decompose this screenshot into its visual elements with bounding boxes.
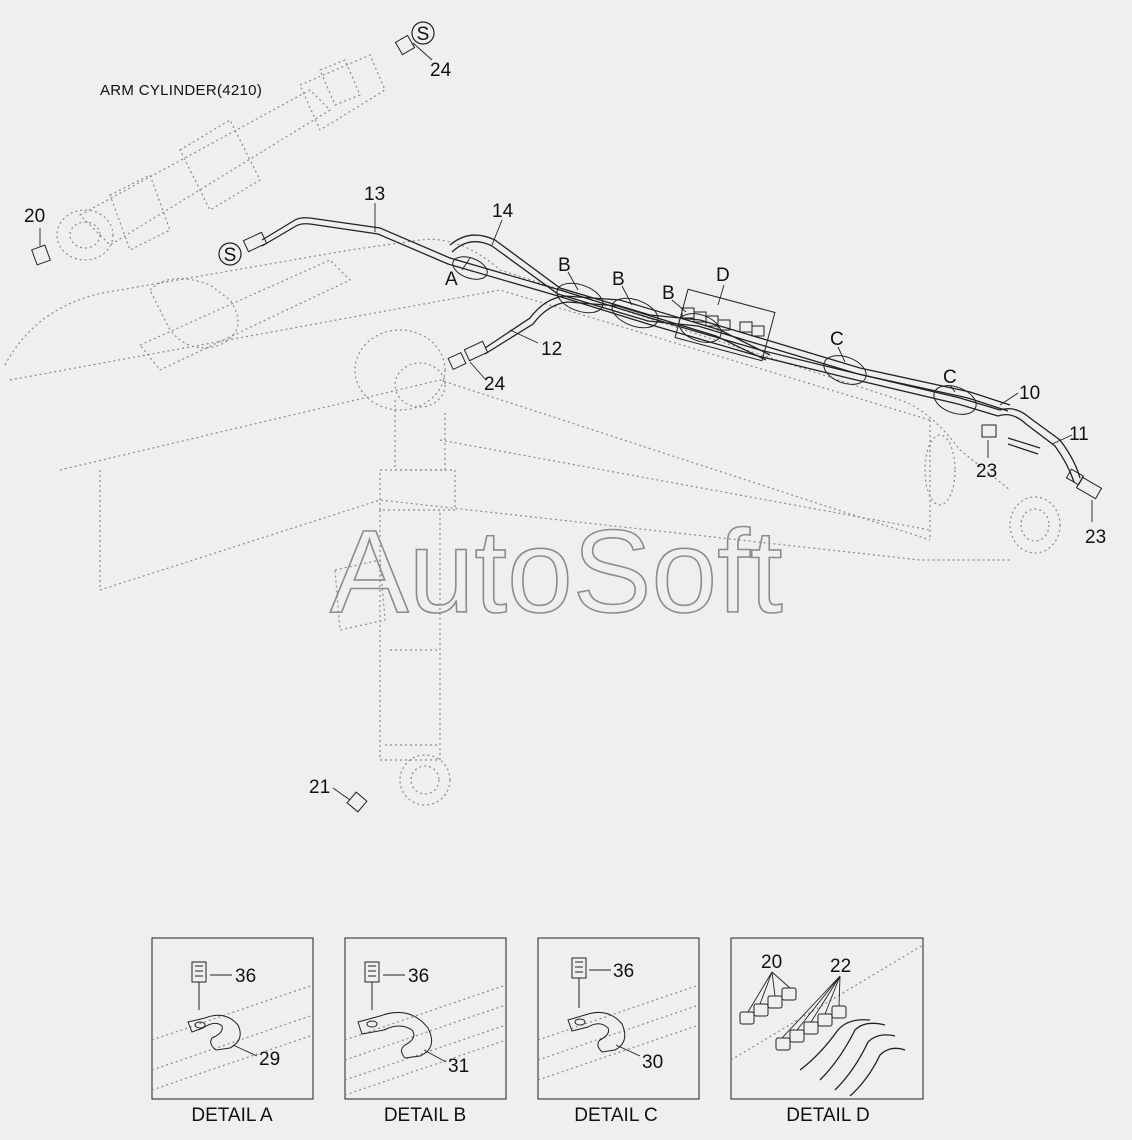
part-label-b1: B	[558, 255, 571, 276]
clamp-icon	[567, 1012, 626, 1053]
svg-text:30: 30	[642, 1052, 663, 1073]
svg-text:29: 29	[259, 1049, 280, 1070]
part-label-23-b: 23	[1085, 527, 1106, 548]
part-label-24-mid: 24	[484, 374, 506, 395]
svg-text:S: S	[224, 245, 237, 266]
pipe-14	[449, 234, 1011, 412]
part-label-23-a: 23	[976, 461, 997, 482]
part-label-c1: C	[830, 329, 844, 350]
part-label-24-top: 24	[430, 60, 452, 81]
part-label-c2: C	[943, 367, 957, 388]
part-label-d: D	[716, 265, 730, 286]
leader-lines	[39, 42, 1093, 801]
circle-marker-left: S	[218, 242, 242, 266]
fitting-icon	[739, 987, 847, 1051]
fitting-icon	[31, 34, 1103, 813]
svg-text:36: 36	[235, 966, 256, 987]
detail-a-panel: 36 29	[151, 937, 314, 1100]
part-label-13: 13	[364, 184, 385, 205]
boom-outline	[4, 238, 1061, 591]
pipe-10-11	[997, 407, 1081, 483]
detail-a-caption: DETAIL A	[191, 1105, 273, 1126]
pipe-13	[261, 217, 1001, 417]
svg-text:22: 22	[830, 956, 851, 977]
bolt-icon	[571, 957, 587, 1008]
svg-text:36: 36	[408, 966, 429, 987]
clamp-icon	[357, 1012, 433, 1059]
bolt-icon	[364, 961, 380, 1010]
detail-d-panel: 20 22	[730, 937, 924, 1100]
detail-b-panel: 36 31	[344, 937, 507, 1100]
boom-cylinder-outline	[334, 329, 456, 806]
part-label-a: A	[445, 269, 458, 290]
part-label-b2: B	[612, 269, 625, 290]
circle-marker-top: S	[411, 21, 435, 45]
detail-b-caption: DETAIL B	[384, 1105, 466, 1126]
svg-text:S: S	[417, 24, 430, 45]
detail-c-caption: DETAIL C	[574, 1105, 657, 1126]
svg-text:31: 31	[448, 1056, 469, 1077]
arm-cylinder-outline	[56, 54, 386, 261]
part-label-11: 11	[1069, 424, 1089, 445]
watermark: AutoSoft	[330, 506, 783, 638]
part-label-b3: B	[662, 283, 675, 304]
bolt-icon	[191, 961, 207, 1010]
part-label-10: 10	[1019, 383, 1040, 404]
part-label-12: 12	[541, 339, 562, 360]
clamp-marks	[452, 256, 977, 415]
part-label-21: 21	[309, 777, 330, 798]
svg-text:20: 20	[761, 952, 782, 973]
part-label-14: 14	[492, 201, 514, 222]
svg-text:36: 36	[613, 961, 634, 982]
clamp-icon	[187, 1014, 241, 1051]
part-label-20: 20	[24, 206, 45, 227]
detail-d-caption: DETAIL D	[786, 1105, 869, 1126]
detail-c-panel: 36 30	[537, 937, 700, 1100]
arm-cylinder-label: ARM CYLINDER(4210)	[100, 82, 262, 99]
